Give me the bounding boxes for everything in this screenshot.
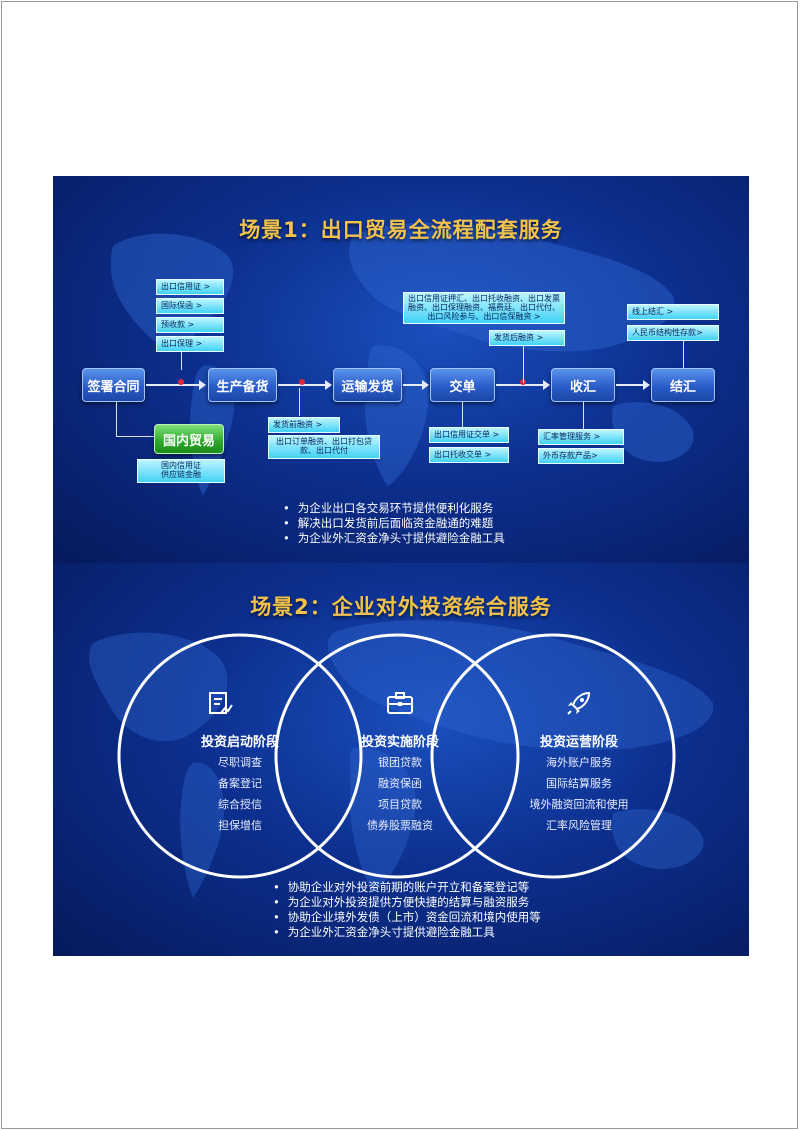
stage-transport: 运输发货 xyxy=(333,368,402,402)
tag-export-factoring: 出口保理 > xyxy=(156,336,224,352)
circle-implement-item: 融资保函 xyxy=(378,777,422,790)
scene1-bullets: 为企业出口各交易环节提供便利化服务 解决出口发货前后面临资金融通的难题 为企业外… xyxy=(283,501,505,546)
scene2-bullets: 协助企业对外投资前期的账户开立和备案登记等 为企业对外投资提供方便快捷的结算与融… xyxy=(273,880,541,940)
tag-export-lc: 出口信用证 > xyxy=(156,279,224,295)
tag-online-settlement: 线上结汇 > xyxy=(627,304,719,320)
tag-domestic-products: 国内信用证 供应链金融 xyxy=(137,459,225,483)
circle-implement xyxy=(274,633,520,879)
connector-domestic xyxy=(116,402,117,436)
arrow-production-transport xyxy=(278,380,332,390)
stage-settlement: 结汇 xyxy=(651,368,715,402)
connector-delivery-top xyxy=(523,346,524,383)
arrow-delivery-collection xyxy=(496,380,550,390)
scene1-bullet: 为企业外汇资金净头寸提供避险金融工具 xyxy=(283,531,505,546)
connector-domestic-h xyxy=(116,436,154,437)
circle-implement-item: 银团贷款 xyxy=(378,756,422,769)
tag-post-shipment-finance: 发货后融资 > xyxy=(489,330,565,346)
circle-start-list: 尽职调查 备案登记 综合授信 担保增信 xyxy=(170,752,310,836)
arrow-transport-delivery xyxy=(403,380,429,390)
tag-collection-presentation: 出口托收交单 > xyxy=(429,447,509,463)
arrow-collection-settlement xyxy=(616,380,650,390)
scene1-bullet: 解决出口发货前后面临资金融通的难题 xyxy=(283,516,505,531)
connector-sign-top xyxy=(181,352,182,370)
tag-structured-deposit: 人民币结构性存款> xyxy=(627,325,719,341)
connector-production-bottom xyxy=(299,388,300,416)
stage-domestic-trade: 国内贸易 xyxy=(154,424,224,454)
connector-settlement-top xyxy=(683,341,684,368)
scene2-bullet: 协助企业境外发债（上市）资金回流和境内使用等 xyxy=(273,910,541,925)
circle-operate-item: 国际结算服务 xyxy=(546,777,612,790)
scene2-panel: 场景2：企业对外投资综合服务 投资启动阶段 尽职调查 备案登记 综合授信 担保增… xyxy=(53,563,749,956)
tag-domestic-lc: 国内信用证 xyxy=(161,461,201,470)
tag-lc-presentation: 出口信用证交单 > xyxy=(429,427,509,443)
milestone-dot xyxy=(299,379,305,385)
briefcase-icon xyxy=(387,692,413,714)
circle-start-item: 担保增信 xyxy=(218,819,262,832)
circle-operate-list: 海外账户服务 国际结算服务 境外融资回流和使用 汇率风险管理 xyxy=(509,752,649,836)
scene1-title: 场景1：出口贸易全流程配套服务 xyxy=(239,218,563,242)
circle-implement-item: 项目贷款 xyxy=(378,798,422,811)
arrow-sign-production xyxy=(146,380,206,390)
circle-operate xyxy=(430,633,676,879)
scene1-panel: 场景1：出口贸易全流程配套服务 出口信用证 > 国际保函 > 预收款 > 出口保… xyxy=(53,176,749,563)
circle-operate-item: 海外账户服务 xyxy=(546,756,612,769)
stage-delivery: 交单 xyxy=(430,368,495,402)
tag-order-financing: 出口订单融资、出口打包贷款、出口代付 xyxy=(268,435,380,459)
tag-fx-management: 汇率管理服务 > xyxy=(538,429,624,445)
document-chart-icon xyxy=(209,692,233,714)
world-map-background xyxy=(88,620,714,898)
scene2-bullet: 为企业对外投资提供方便快捷的结算与融资服务 xyxy=(273,895,541,910)
circle-start-title: 投资启动阶段 xyxy=(200,735,279,750)
scene1-bullet: 为企业出口各交易环节提供便利化服务 xyxy=(283,501,505,516)
circle-start-item: 综合授信 xyxy=(218,798,262,811)
connector-collection-bottom xyxy=(583,402,584,429)
tag-fx-deposit: 外币存款产品> xyxy=(538,448,624,464)
scene2-bullet: 为企业外汇资金净头寸提供避险金融工具 xyxy=(273,925,541,940)
circle-operate-item: 汇率风险管理 xyxy=(546,819,612,832)
tag-intl-guarantee: 国际保函 > xyxy=(156,298,224,314)
circle-start xyxy=(117,633,363,879)
circle-operate-title: 投资运营阶段 xyxy=(539,735,618,750)
scene2-bullet: 协助企业对外投资前期的账户开立和备案登记等 xyxy=(273,880,541,895)
scene2-title: 场景2：企业对外投资综合服务 xyxy=(250,595,552,619)
circle-implement-title: 投资实施阶段 xyxy=(360,735,439,750)
tag-supply-chain: 供应链金融 xyxy=(161,469,201,479)
stage-production: 生产备货 xyxy=(208,368,277,402)
circle-start-item: 备案登记 xyxy=(218,777,262,790)
venn-circles xyxy=(117,633,676,879)
stage-sign-contract: 签署合同 xyxy=(82,368,145,402)
circle-implement-list: 银团贷款 融资保函 项目贷款 债券股票融资 xyxy=(330,752,470,836)
milestone-dot xyxy=(178,379,184,385)
rocket-icon xyxy=(567,691,591,715)
tag-advance-receipt: 预收款 > xyxy=(156,317,224,333)
circle-implement-item: 债券股票融资 xyxy=(367,819,433,832)
circle-operate-item: 境外融资回流和使用 xyxy=(529,798,629,811)
tag-pre-shipment-finance: 发货前融资 > xyxy=(268,417,340,433)
circle-start-item: 尽职调查 xyxy=(218,756,262,769)
tag-post-shipment-products: 出口信用证押汇、出口托收融资、出口发票融资、出口保理融资、福费廷、出口代付、出口… xyxy=(403,292,565,325)
connector-delivery-bottom xyxy=(462,402,463,427)
stage-collection: 收汇 xyxy=(551,368,615,402)
